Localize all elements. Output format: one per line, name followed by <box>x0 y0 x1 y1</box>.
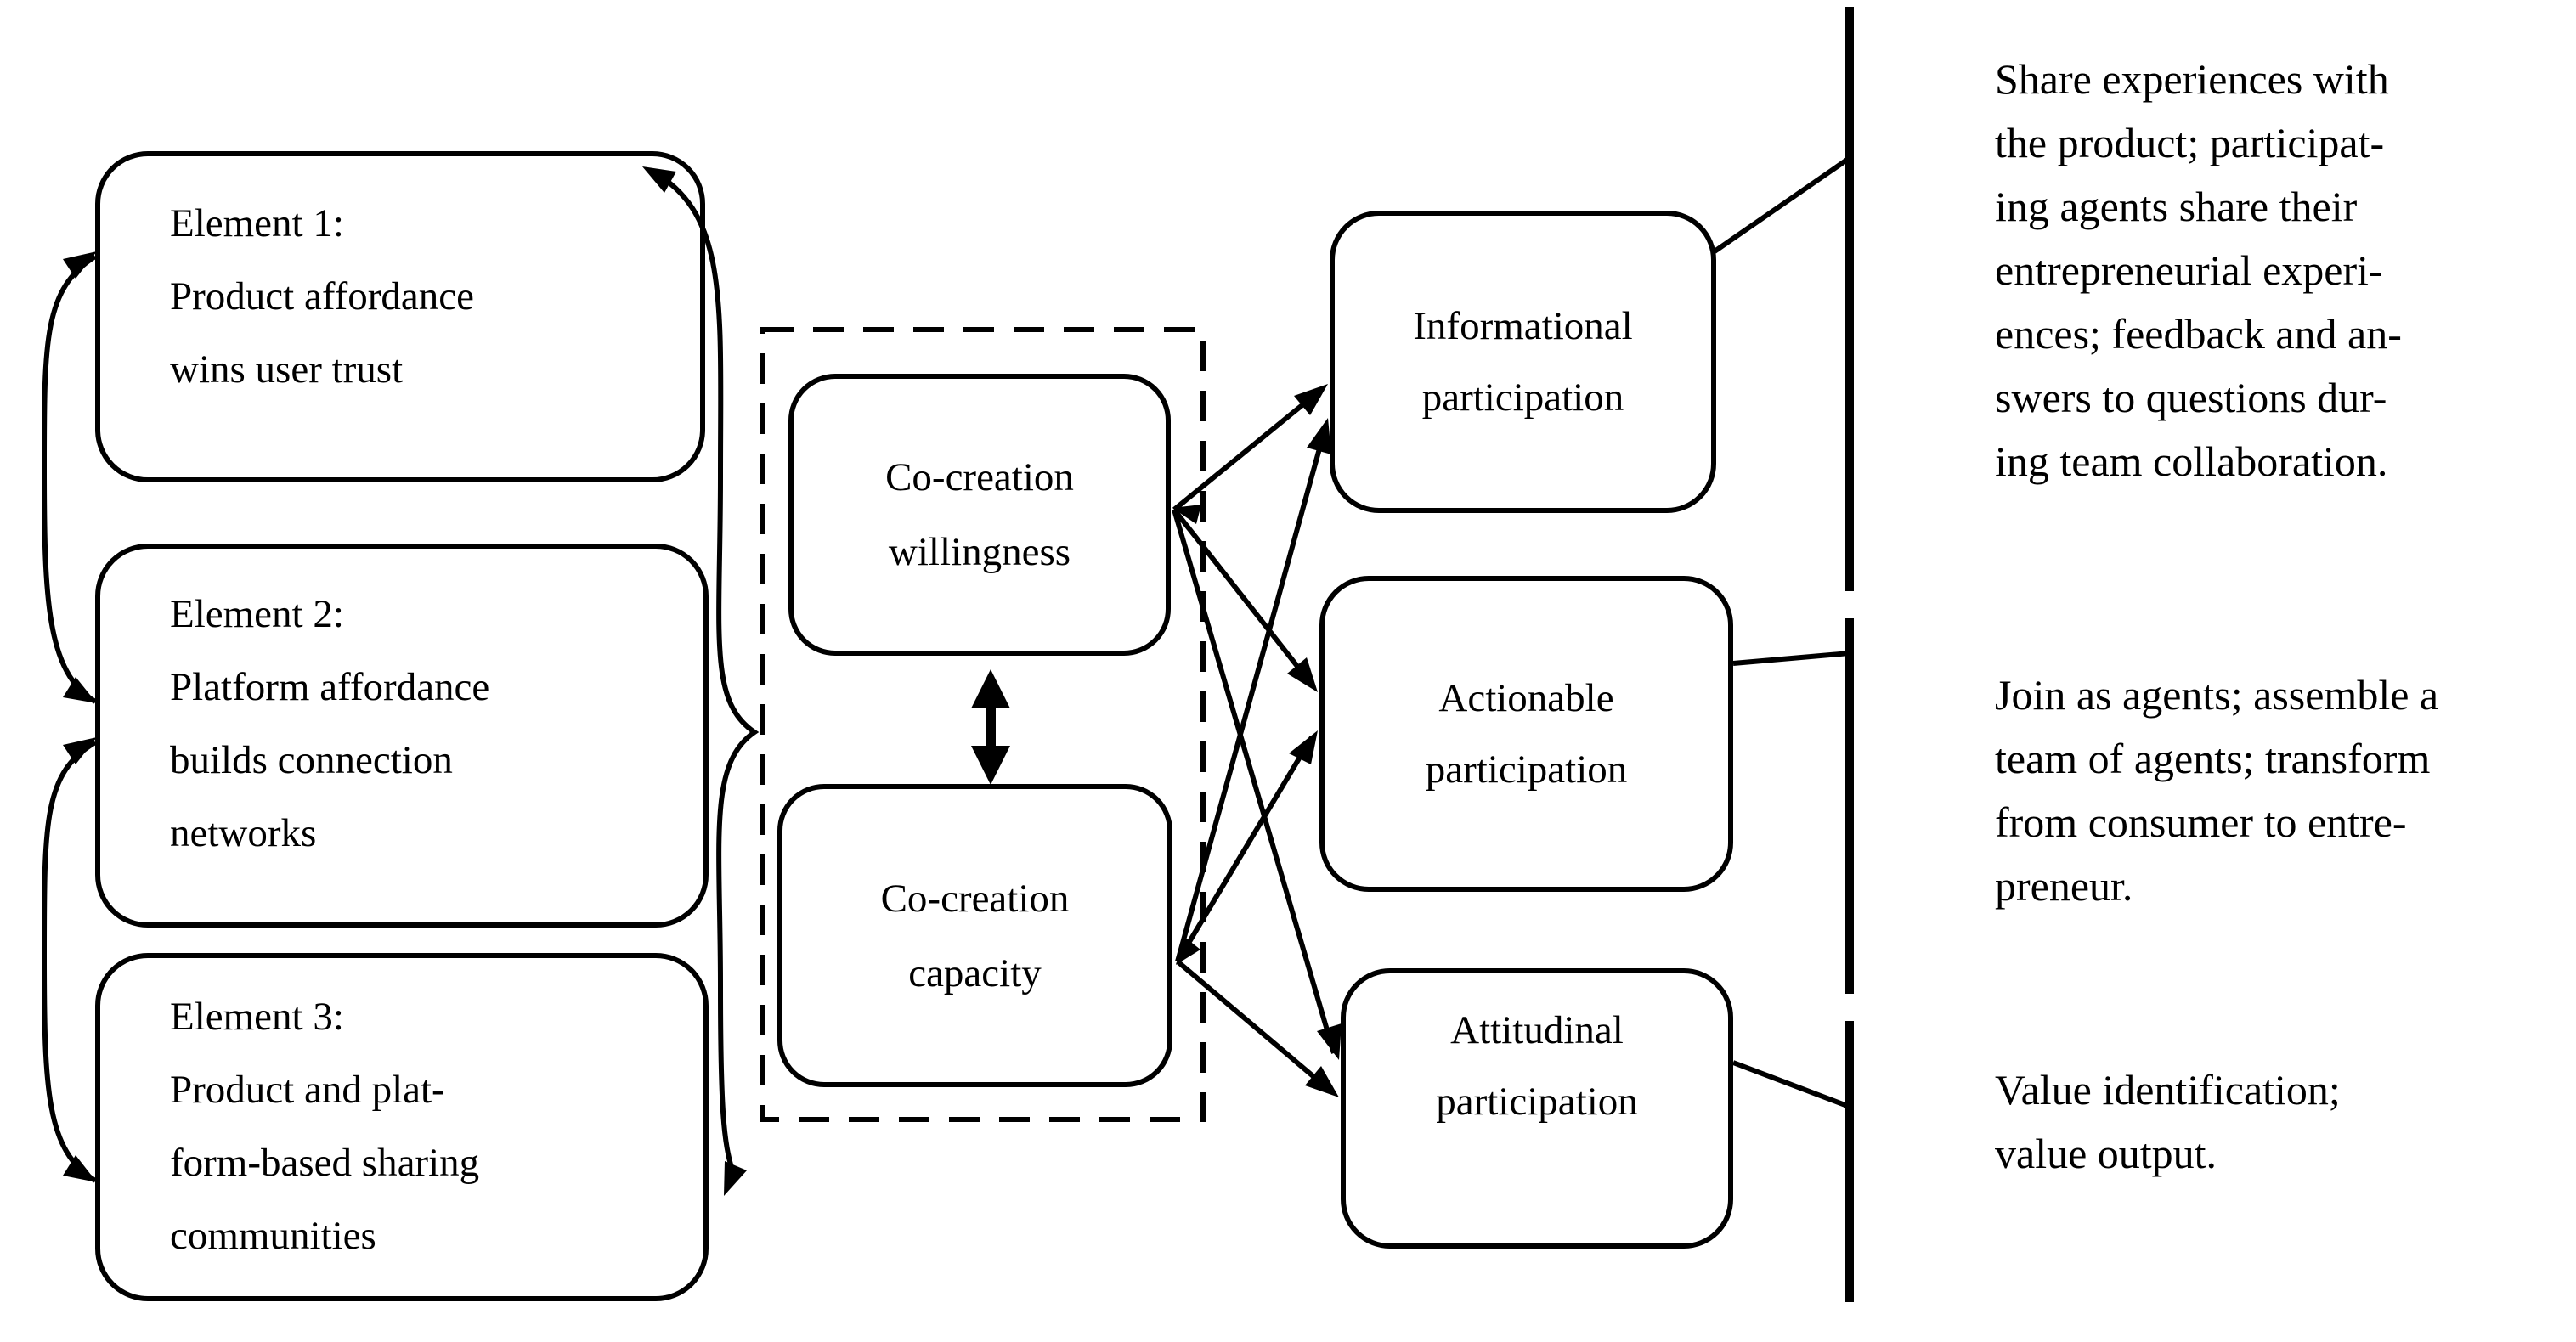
element-2-box: Element 2: Platform affordance builds co… <box>95 544 709 928</box>
annotation-attitudinal: Value identification; value output. <box>1995 1066 2341 1177</box>
divider-bar-actionable <box>1845 618 1854 994</box>
cocreation-willingness-label: Co-creation willingness <box>885 455 1074 574</box>
cocreation-capacity-label: Co-creation capacity <box>880 876 1070 995</box>
element-1-box: Element 1: Product affordance wins user … <box>95 151 705 482</box>
arrow-willingness-capacity <box>971 669 1010 785</box>
divider-bar-informational <box>1845 7 1854 591</box>
attitudinal-participation-box: Attitudinal participation <box>1341 968 1733 1249</box>
informational-participation-box: Informational participation <box>1330 211 1716 513</box>
arrowhead-into-element1 <box>63 251 97 279</box>
connector-attitudinal-annotation <box>1731 1060 1851 1109</box>
arrowhead-into-element2-upper <box>63 677 97 703</box>
arrow-willingness-actionable <box>1172 508 1318 692</box>
element-2-label: Element 2: Platform affordance builds co… <box>170 592 490 855</box>
arrow-capacity-actionable <box>1175 730 1318 963</box>
arrow-capacity-informational <box>1175 418 1331 962</box>
actionable-participation-label: Actionable participation <box>1425 676 1628 792</box>
element-3-box: Element 3: Product and plat- form-based … <box>95 953 709 1301</box>
element-1-label: Element 1: Product affordance wins user … <box>170 201 475 392</box>
divider-bar-attitudinal <box>1845 1021 1854 1302</box>
cocreation-capacity-box: Co-creation capacity <box>777 784 1172 1087</box>
arrow-willingness-attitudinal <box>1172 509 1342 1060</box>
annotation-informational: Share experiences with the product; part… <box>1995 55 2402 485</box>
element-3-label: Element 3: Product and plat- form-based … <box>170 995 480 1258</box>
arrowhead-down <box>971 746 1010 785</box>
actionable-participation-box: Actionable participation <box>1319 576 1733 892</box>
cocreation-willingness-box: Co-creation willingness <box>788 374 1171 656</box>
connector-actionable-annotation <box>1732 651 1850 666</box>
arrow-capacity-attitudinal <box>1176 959 1339 1097</box>
arrowhead-into-element3-right <box>724 1161 747 1196</box>
connector-informational-annotation <box>1713 155 1851 254</box>
annotation-actionable: Join as agents; assemble a team of agent… <box>1995 671 2439 910</box>
arrow-element2-element3 <box>41 737 97 1183</box>
arrow-element1-element2 <box>41 251 97 704</box>
attitudinal-participation-label: Attitudinal participation <box>1436 1008 1638 1124</box>
arrowhead-into-element3 <box>63 1155 97 1182</box>
arrowhead-into-capacity <box>1176 937 1200 965</box>
arrowhead-up <box>971 669 1010 708</box>
arrowhead-into-element2-lower <box>63 737 97 764</box>
arrow-willingness-informational <box>1172 384 1328 512</box>
informational-participation-label: Informational participation <box>1413 304 1633 420</box>
arrowhead-into-willingness <box>1172 505 1201 524</box>
